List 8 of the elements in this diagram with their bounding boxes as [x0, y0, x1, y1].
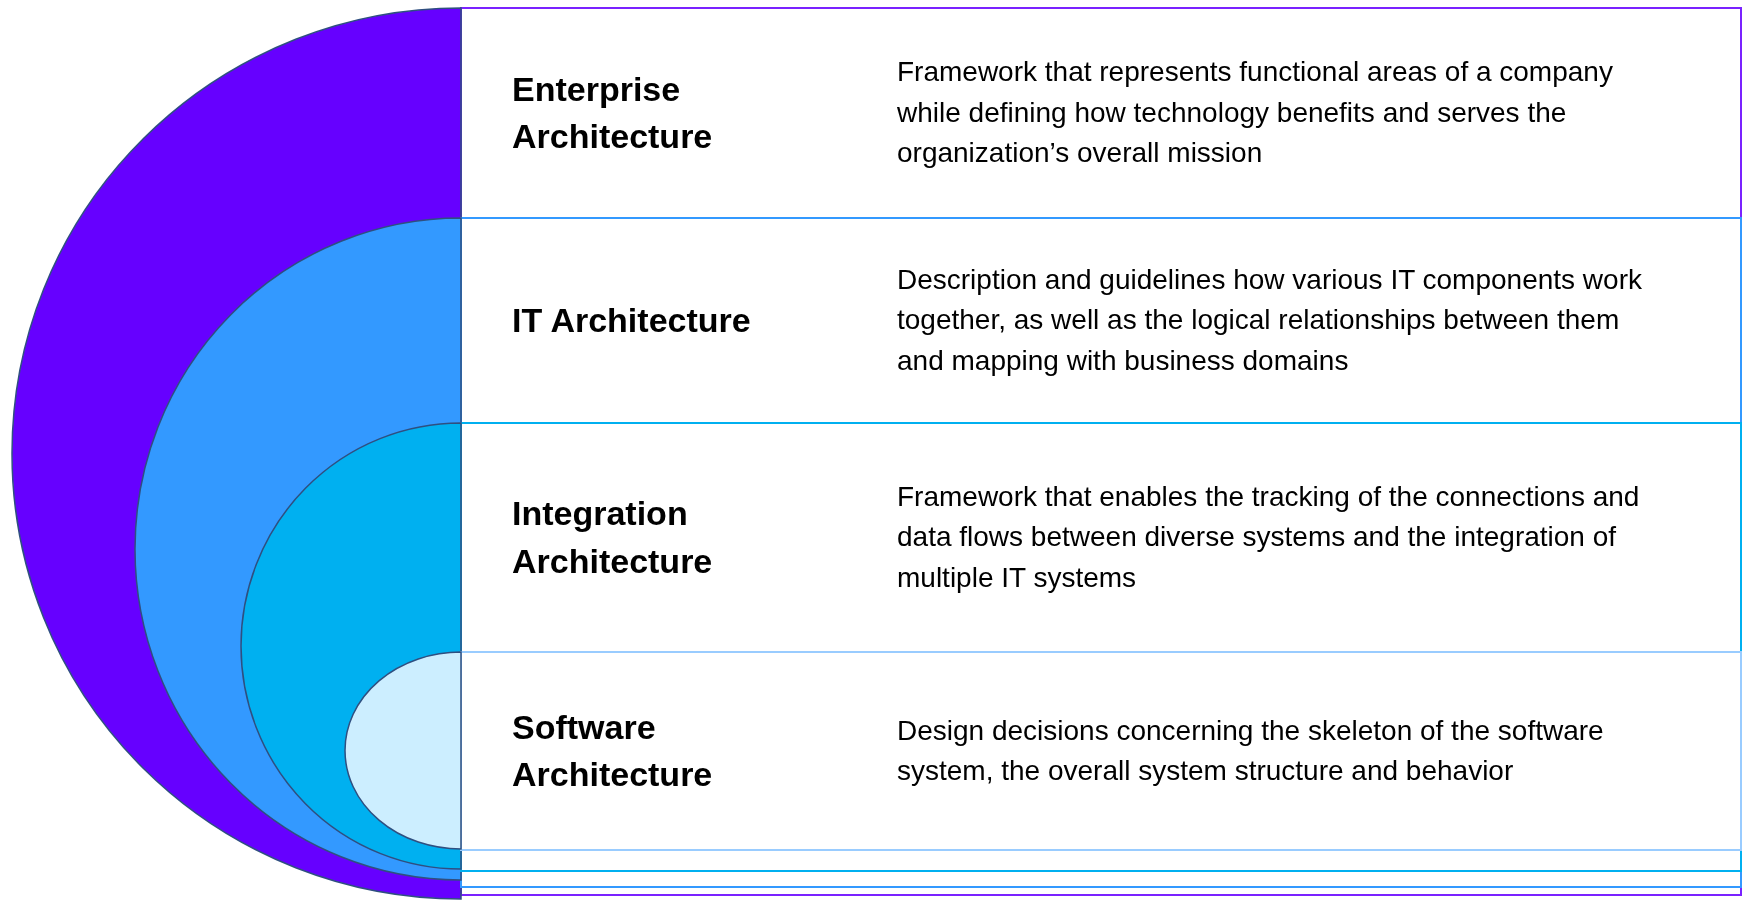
layer-title: Software Architecture — [512, 706, 714, 796]
layer-title: Enterprise Architecture — [512, 68, 714, 158]
layer-description: Description and guidelines how various IT components work together, as well as the logical relationships between them and mapping with business domains — [897, 262, 1643, 378]
layer-description: Design decisions concerning the skeleton of the software system, the overall system structure and behavior — [897, 713, 1605, 789]
layer-title: Integration Architecture — [512, 493, 714, 582]
layer-description: Framework that enables the tracking of the connections and data flows between diverse systems and the integration of multiple IT systems — [897, 479, 1641, 595]
layer-title: IT Architecture — [512, 299, 752, 341]
layer-description: Framework that represents functional areas of a company while defining how technology benefits and serves the organization’s overall mission — [897, 55, 1614, 171]
